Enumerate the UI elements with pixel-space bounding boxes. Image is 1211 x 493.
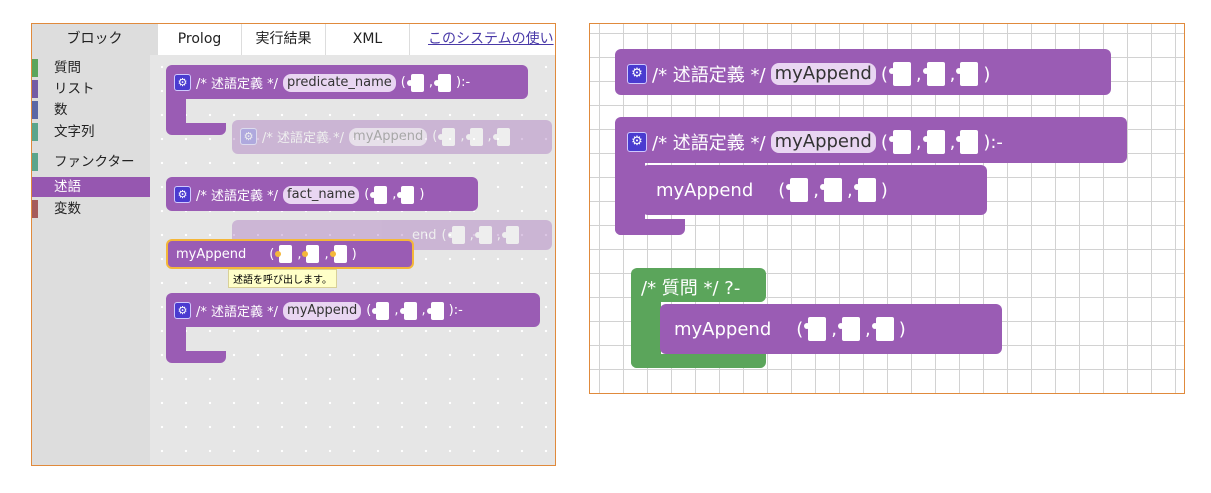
tab-help-link[interactable]: このシステムの使い bbox=[428, 31, 554, 47]
arg-slot[interactable] bbox=[820, 178, 843, 202]
arg-slot[interactable] bbox=[426, 301, 444, 320]
predicate-name-field[interactable]: predicate_name bbox=[283, 73, 396, 92]
query-label: /* 質問 */ ?- bbox=[641, 278, 741, 299]
arg-slot[interactable] bbox=[888, 130, 911, 154]
gear-icon: ⚙ bbox=[240, 128, 257, 145]
arg-slot[interactable] bbox=[956, 130, 979, 154]
fact-myappend-block[interactable]: ⚙ /* 述語定義 */ myAppend (,, ) bbox=[615, 49, 1111, 95]
category-query[interactable]: 質問 bbox=[32, 58, 150, 78]
arg-slot[interactable] bbox=[397, 185, 415, 204]
arg-slot[interactable] bbox=[888, 62, 911, 86]
category-variable[interactable]: 変数 bbox=[32, 199, 150, 219]
predicate-definition-block[interactable]: ⚙ /* 述語定義 */ predicate_name (, ):- bbox=[166, 65, 528, 99]
tooltip: 述語を呼び出します。 bbox=[228, 269, 337, 288]
fact-definition-block[interactable]: ⚙ /* 述語定義 */ fact_name (, ) bbox=[166, 177, 478, 211]
call-myappend-block[interactable]: myAppend (,, ) bbox=[642, 165, 987, 215]
fact-name-field[interactable]: fact_name bbox=[283, 185, 360, 204]
arg-slot[interactable] bbox=[275, 245, 293, 263]
arg-slot[interactable] bbox=[922, 62, 945, 86]
arg-slot[interactable] bbox=[786, 178, 809, 202]
arg-slot[interactable] bbox=[871, 317, 894, 341]
category-list[interactable]: リスト bbox=[32, 79, 150, 99]
arg-slot[interactable] bbox=[804, 317, 827, 341]
query-call-myappend-block[interactable]: myAppend (,, ) bbox=[660, 304, 1002, 354]
gear-icon[interactable]: ⚙ bbox=[174, 302, 191, 319]
arg-slot[interactable] bbox=[922, 130, 945, 154]
tab-bar: ブロック Prolog 実行結果 XML このシステムの使い bbox=[32, 24, 555, 55]
ghost-predicate-block: ⚙ /* 述語定義 */ myAppend (,, bbox=[232, 120, 552, 154]
arg-slot[interactable] bbox=[302, 245, 320, 263]
gear-icon[interactable]: ⚙ bbox=[627, 64, 647, 84]
arg-slot[interactable] bbox=[956, 62, 979, 86]
predicate-call-block[interactable]: myAppend (,, ) bbox=[166, 239, 414, 269]
tab-block[interactable]: ブロック bbox=[32, 24, 158, 55]
category-functor[interactable]: ファンクター bbox=[32, 152, 150, 172]
tab-prolog[interactable]: Prolog bbox=[158, 24, 242, 55]
predicate-name-field[interactable]: myAppend bbox=[283, 301, 362, 320]
predicate-name-field[interactable]: myAppend bbox=[770, 131, 876, 153]
definition-comment: /* 述語定義 */ bbox=[196, 77, 279, 92]
blockly-editor-panel: ブロック Prolog 実行結果 XML このシステムの使い 質問 リスト 数 … bbox=[31, 23, 556, 466]
arg-slot[interactable] bbox=[329, 245, 347, 263]
arg-slot[interactable] bbox=[399, 301, 417, 320]
tab-result[interactable]: 実行結果 bbox=[242, 24, 326, 55]
arg-slot[interactable] bbox=[370, 185, 388, 204]
flyout-workspace: ⚙ /* 述語定義 */ myAppend (,, end (,, ⚙ /* 述… bbox=[150, 55, 555, 465]
rule-myappend-block[interactable]: ⚙ /* 述語定義 */ myAppend (,, ):- bbox=[615, 117, 1127, 163]
arg-slot[interactable] bbox=[853, 178, 876, 202]
workspace-panel: ⚙ /* 述語定義 */ myAppend (,, ) ⚙ /* 述語定義 */… bbox=[589, 23, 1185, 394]
tab-xml[interactable]: XML bbox=[326, 24, 410, 55]
myappend-definition-block[interactable]: ⚙ /* 述語定義 */ myAppend (,, ):- bbox=[166, 293, 540, 327]
arg-slot[interactable] bbox=[838, 317, 861, 341]
arg-slot[interactable] bbox=[434, 73, 451, 92]
call-name: myAppend bbox=[176, 246, 247, 262]
arg-slot[interactable] bbox=[372, 301, 390, 320]
category-string[interactable]: 文字列 bbox=[32, 122, 150, 142]
category-predicate[interactable]: 述語 bbox=[32, 177, 150, 197]
category-toolbox: 質問 リスト 数 文字列 ファンクター 述語 変数 bbox=[32, 55, 150, 465]
category-number[interactable]: 数 bbox=[32, 100, 150, 120]
gear-icon[interactable]: ⚙ bbox=[174, 186, 191, 203]
predicate-name-field[interactable]: myAppend bbox=[770, 63, 876, 85]
gear-icon[interactable]: ⚙ bbox=[627, 132, 647, 152]
query-block[interactable]: /* 質問 */ ?- bbox=[631, 268, 766, 302]
arg-slot[interactable] bbox=[406, 73, 424, 92]
gear-icon[interactable]: ⚙ bbox=[174, 74, 191, 91]
